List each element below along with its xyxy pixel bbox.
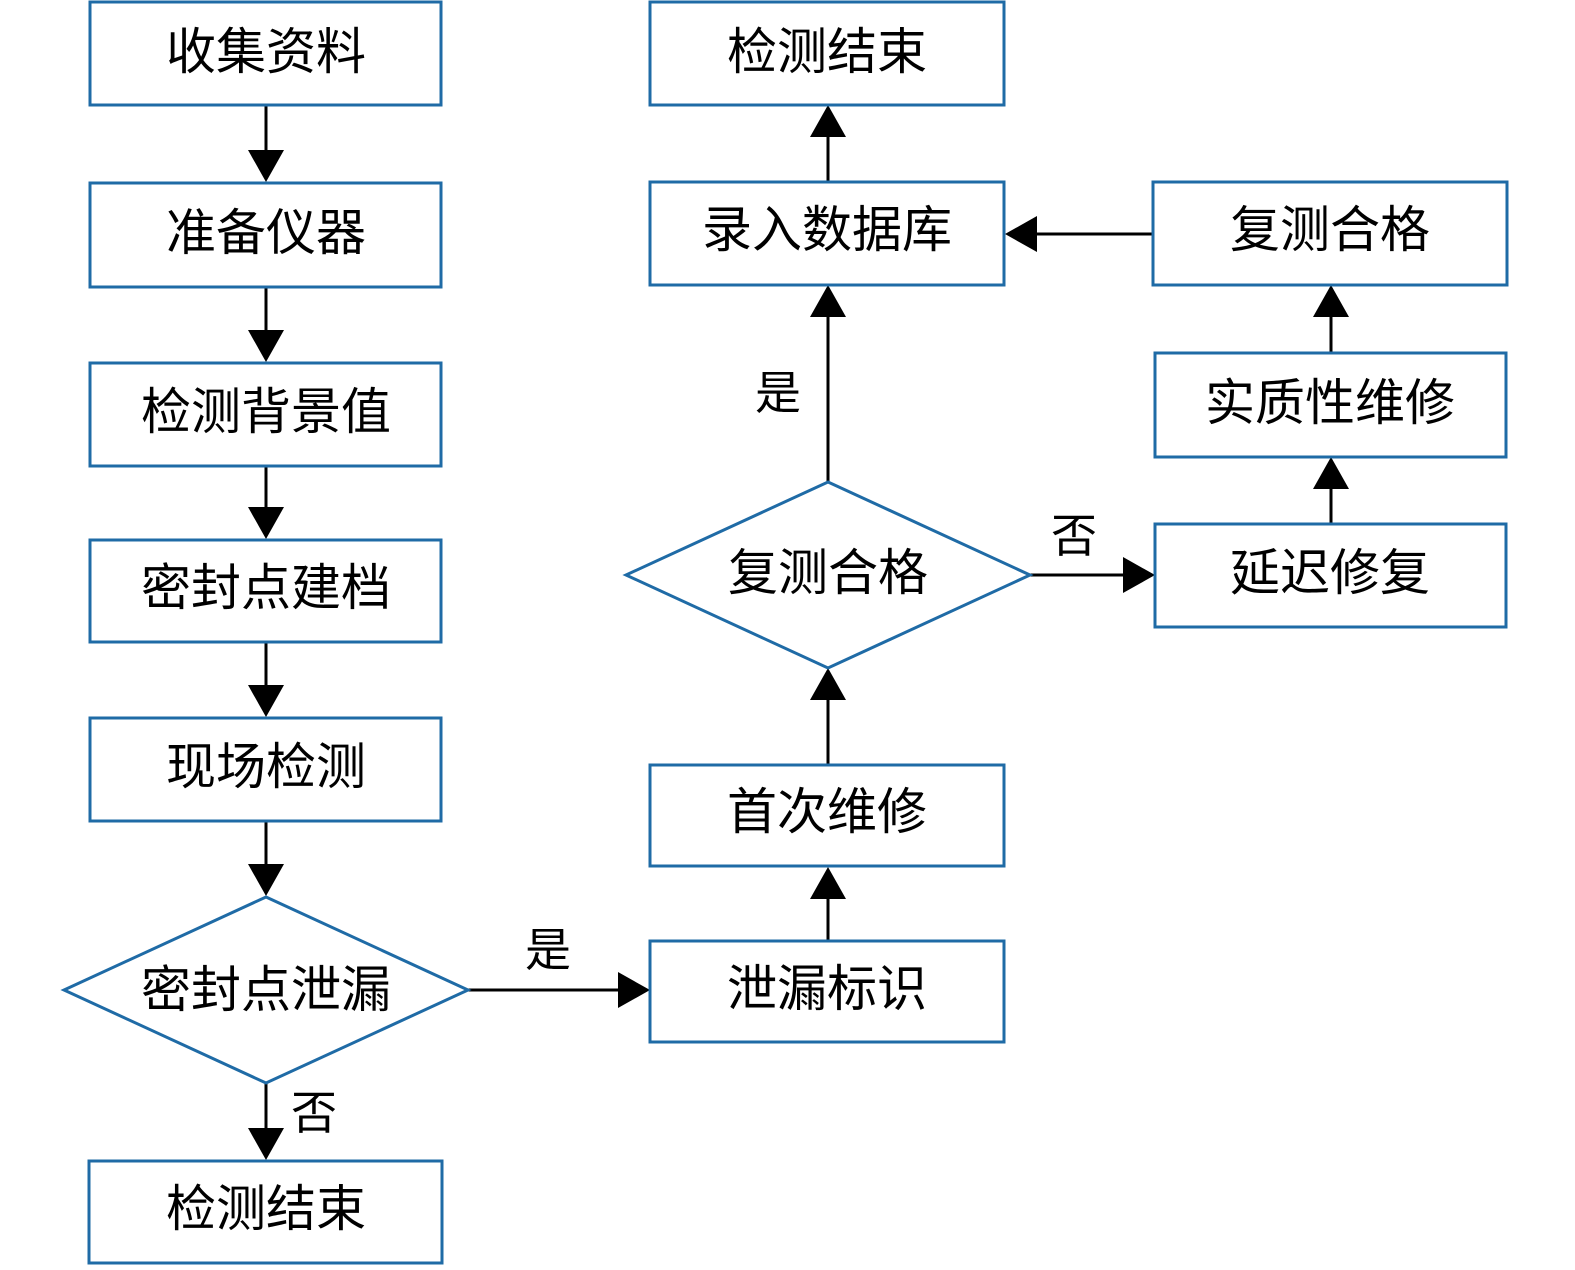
node-label: 泄漏标识 [727,960,927,1018]
arrowhead-down [248,685,284,717]
edges [248,105,1349,1160]
arrowhead-up [810,105,846,137]
node-label: 密封点泄漏 [141,961,391,1019]
node-end-left: 检测结束 [87,1159,444,1265]
arrowhead-up [1313,457,1349,489]
decision-seal-point-leak: 密封点泄漏 [60,895,472,1085]
node-label: 收集资料 [166,23,366,81]
arrowhead-up [810,285,846,317]
node-detect-background: 检测背景值 [88,361,443,468]
node-seal-point-record: 密封点建档 [88,538,443,644]
node-label: 延迟修复 [1230,544,1430,602]
label-retest-no: 否 [1051,509,1097,563]
node-retest-pass-box: 复测合格 [1151,180,1509,287]
arrowhead-left [1005,216,1037,252]
node-label: 复测合格 [1230,201,1430,259]
node-label: 现场检测 [166,738,366,796]
arrowhead-up [810,867,846,899]
node-label: 准备仪器 [166,204,366,262]
node-label: 复测合格 [728,544,928,602]
node-substantive-repair: 实质性维修 [1153,351,1508,459]
node-label: 实质性维修 [1205,374,1455,432]
node-enter-database: 录入数据库 [648,180,1006,287]
node-leak-marking: 泄漏标识 [648,939,1006,1044]
arrowhead-right [618,972,650,1008]
node-first-repair: 首次维修 [648,763,1006,868]
node-label: 检测背景值 [141,383,391,441]
node-prepare-instruments: 准备仪器 [88,181,443,289]
arrowhead-down [248,330,284,362]
label-retest-yes: 是 [755,366,801,420]
arrowhead-up [1313,285,1349,317]
arrowhead-up [810,668,846,700]
label-leak-yes: 是 [525,923,571,977]
node-delayed-repair: 延迟修复 [1153,522,1508,629]
arrowhead-down [248,1128,284,1160]
node-label: 检测结束 [166,1180,366,1238]
node-label: 首次维修 [727,783,927,841]
node-label: 密封点建档 [141,559,391,617]
decision-retest-pass: 复测合格 [622,480,1034,670]
node-end-top: 检测结束 [648,0,1006,107]
arrowhead-right [1123,557,1155,593]
arrowhead-down [248,864,284,896]
arrowhead-down [248,150,284,182]
node-label: 录入数据库 [702,201,952,259]
node-collect-data: 收集资料 [88,0,443,107]
edge-labels: 是 否 是 否 [291,366,1097,1140]
node-field-detection: 现场检测 [88,716,443,823]
arrowhead-down [248,507,284,539]
label-leak-no: 否 [291,1086,337,1140]
node-label: 检测结束 [727,23,927,81]
